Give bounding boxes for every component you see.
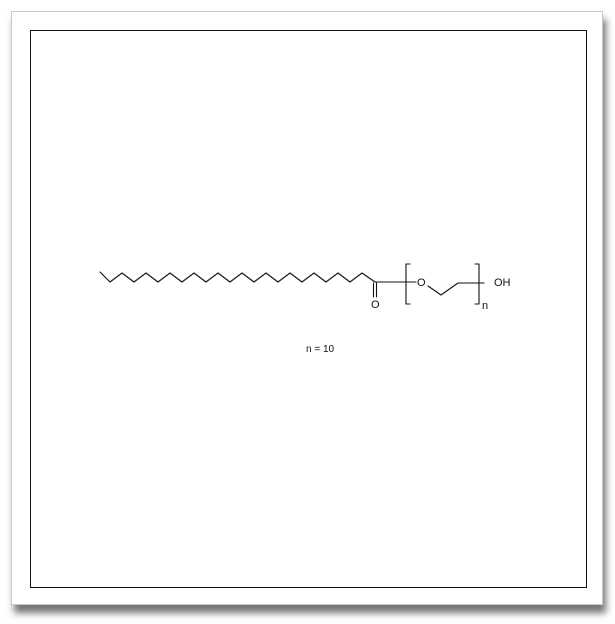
figure-card <box>11 11 603 605</box>
hydroxyl-label: OH <box>494 277 511 289</box>
ether-oxygen-label: O <box>417 277 426 289</box>
figure-frame <box>30 30 587 588</box>
carbonyl-oxygen-label: O <box>371 299 380 311</box>
repeat-count-caption: n = 10 <box>306 344 335 355</box>
right-bracket <box>474 263 480 305</box>
alkyl-chain <box>99 271 376 283</box>
repeat-subscript-label: n <box>482 300 488 312</box>
left-bracket <box>405 263 411 305</box>
ethylene-unit <box>427 282 485 296</box>
